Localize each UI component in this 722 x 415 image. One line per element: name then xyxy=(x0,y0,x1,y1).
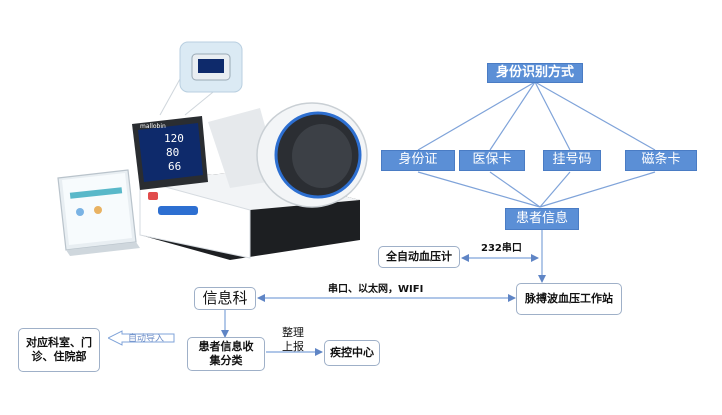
auto-import-arrow: 自动导入 xyxy=(108,330,178,346)
collect-classify-text: 患者信息收集分类 xyxy=(198,340,254,367)
screen-reading-3: 66 xyxy=(168,160,181,173)
screen-reading-1: 120 xyxy=(164,132,184,145)
serial-232-label: 232串口 xyxy=(481,243,522,254)
departments-node: 对应科室、门诊、住院部 xyxy=(18,328,100,372)
workstation-node: 脉搏波血压工作站 xyxy=(516,283,622,315)
zoom-callout-image xyxy=(159,41,243,116)
patient-info-node: 患者信息 xyxy=(505,208,579,230)
organize-report-label: 整理上报 xyxy=(282,326,304,354)
id-method-insurance-card: 医保卡 xyxy=(459,150,525,171)
id-methods-title: 身份识别方式 xyxy=(487,63,583,83)
auto-import-label: 自动导入 xyxy=(128,334,165,344)
blood-pressure-device-illustration: 120 80 66 mallobin xyxy=(57,41,368,260)
info-dept-node: 信息科 xyxy=(194,287,256,310)
network-label: 串口、以太网，WIFI xyxy=(328,284,424,295)
tablet-image xyxy=(57,169,140,256)
collect-classify-node: 患者信息收集分类 xyxy=(187,337,265,371)
monitor-display-image: 120 80 66 mallobin xyxy=(132,116,208,190)
id-method-magnetic-card: 磁条卡 xyxy=(625,150,697,171)
bp-meter-node: 全自动血压计 xyxy=(378,246,460,268)
brand-label: mallobin xyxy=(140,123,166,130)
id-method-registration-code: 挂号码 xyxy=(543,150,601,171)
screen-reading-2: 80 xyxy=(166,146,179,159)
arm-cuff-image xyxy=(208,102,368,208)
cdc-node: 疾控中心 xyxy=(324,340,380,366)
departments-text: 对应科室、门诊、住院部 xyxy=(26,336,92,363)
id-method-idcard: 身份证 xyxy=(381,150,455,171)
